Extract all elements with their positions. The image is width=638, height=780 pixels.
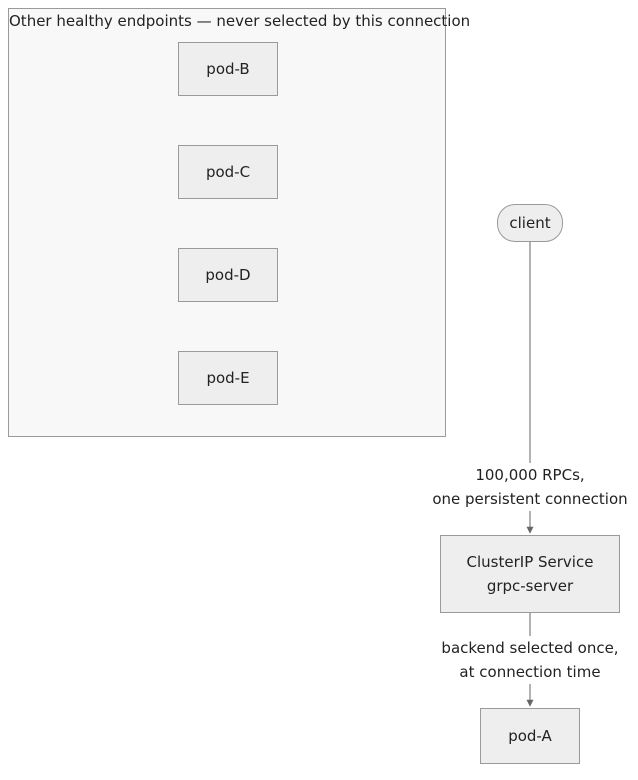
service-name: ClusterIP Service	[466, 553, 594, 571]
edge-label-selection-line1: backend selected once,	[441, 639, 619, 657]
edge-label-rpcs: 100,000 RPCs, one persistent connection	[430, 463, 630, 511]
edge-label-rpcs-line2: one persistent connection	[432, 490, 628, 508]
clusterip-service-node: ClusterIP Service grpc-server	[440, 535, 620, 613]
edge-label-selection: backend selected once, at connection tim…	[430, 636, 630, 684]
pod-e-node: pod-E	[178, 351, 278, 405]
pod-a-node: pod-A	[480, 708, 580, 764]
group-title: Other healthy endpoints — never selected…	[9, 12, 471, 30]
edge-label-rpcs-line1: 100,000 RPCs,	[475, 466, 585, 484]
pod-b-node: pod-B	[178, 42, 278, 96]
edge-label-selection-line2: at connection time	[459, 663, 601, 681]
client-node: client	[497, 204, 563, 242]
service-target: grpc-server	[486, 577, 574, 595]
pod-c-node: pod-C	[178, 145, 278, 199]
pod-d-node: pod-D	[178, 248, 278, 302]
